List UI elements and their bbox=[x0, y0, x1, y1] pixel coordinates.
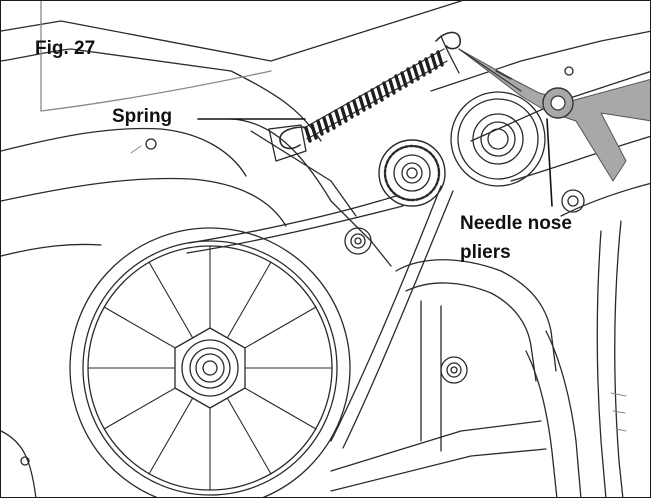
tension-pulley bbox=[450, 91, 546, 187]
spring-callout-label: Spring bbox=[112, 106, 173, 127]
pliers-leader-line bbox=[546, 118, 553, 207]
detail-marks bbox=[130, 145, 627, 432]
pliers-callout-label-line2: pliers bbox=[460, 242, 511, 263]
spring-bracket bbox=[268, 35, 460, 162]
leader-lines bbox=[197, 118, 553, 207]
fasteners bbox=[20, 66, 585, 466]
drive-belt bbox=[186, 185, 454, 449]
spring bbox=[279, 31, 461, 150]
figure-title: Fig. 27 bbox=[35, 38, 96, 59]
idler-pulley bbox=[378, 139, 446, 207]
needle-nose-pliers bbox=[458, 48, 650, 182]
pliers-callout-label-line1: Needle nose bbox=[460, 213, 572, 234]
large-pulley bbox=[69, 227, 351, 497]
